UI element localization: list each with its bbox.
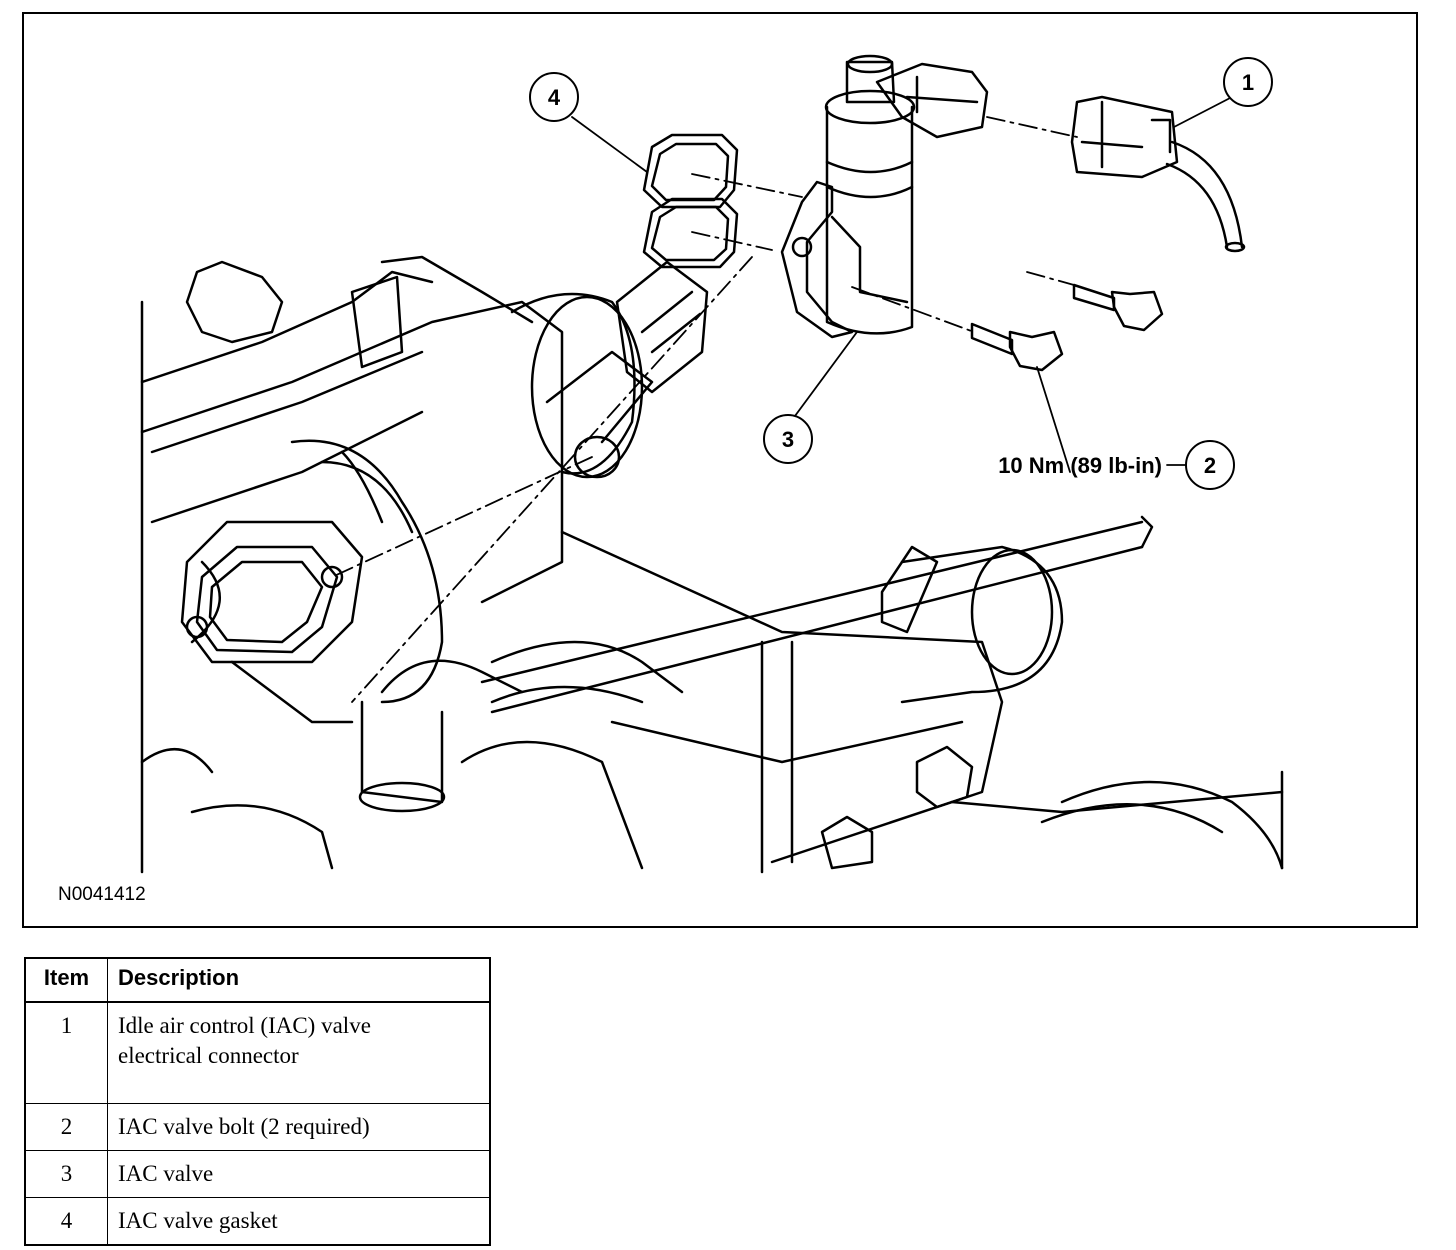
- callout-3-label: 3: [782, 427, 794, 452]
- callout-4: [529, 72, 579, 122]
- item-number: 1: [24, 1001, 108, 1104]
- callout-1-label: 1: [1242, 70, 1254, 95]
- item-description: IAC valve: [107, 1150, 491, 1198]
- callout-leaders: [571, 96, 1233, 473]
- torque-spec: 10 Nm (89 lb-in): [998, 453, 1162, 478]
- item-number: 2: [24, 1103, 108, 1151]
- item-description: Idle air control (IAC) valve electrical c…: [107, 1001, 491, 1104]
- table-row: 2 IAC valve bolt (2 required): [24, 1103, 491, 1151]
- table-row: 1 Idle air control (IAC) valve electrical…: [24, 1001, 491, 1104]
- legend-header-row: Item Description: [24, 957, 491, 1003]
- alignment-lines: [331, 116, 1078, 703]
- item-description: IAC valve bolt (2 required): [107, 1103, 491, 1151]
- item-number: 4: [24, 1197, 108, 1246]
- iac-valve: [780, 54, 989, 339]
- item-description: IAC valve gasket: [107, 1197, 491, 1246]
- callout-2: [1185, 440, 1235, 490]
- header-description: Description: [107, 957, 491, 1003]
- callout-1: [1223, 57, 1273, 107]
- callout-circles: [529, 57, 1273, 490]
- electrical-connector: [1070, 95, 1246, 253]
- header-item: Item: [24, 957, 108, 1003]
- legend-table: Item Description 1 Idle air control (IAC…: [24, 957, 491, 1246]
- description-line: Idle air control (IAC) valve: [118, 1013, 371, 1038]
- iac-valve-gasket: [642, 133, 739, 269]
- description-line: electrical connector: [118, 1043, 299, 1068]
- figure-id-label: N0041412: [58, 884, 146, 905]
- table-row: 3 IAC valve: [24, 1150, 491, 1198]
- exploded-view-figure: 1 4 3 2 10 Nm (89 lb-in) N0041412: [22, 12, 1418, 928]
- callout-4-label: 4: [548, 85, 561, 110]
- callout-3: [763, 414, 813, 464]
- callout-2-label: 2: [1204, 453, 1216, 478]
- table-row: 4 IAC valve gasket: [24, 1197, 491, 1246]
- iac-valve-bolts: [970, 283, 1164, 372]
- throttle-body-assembly: [140, 255, 1284, 874]
- iac-valve-illustration: 1 4 3 2 10 Nm (89 lb-in) N0041412: [58, 54, 1284, 905]
- item-number: 3: [24, 1150, 108, 1198]
